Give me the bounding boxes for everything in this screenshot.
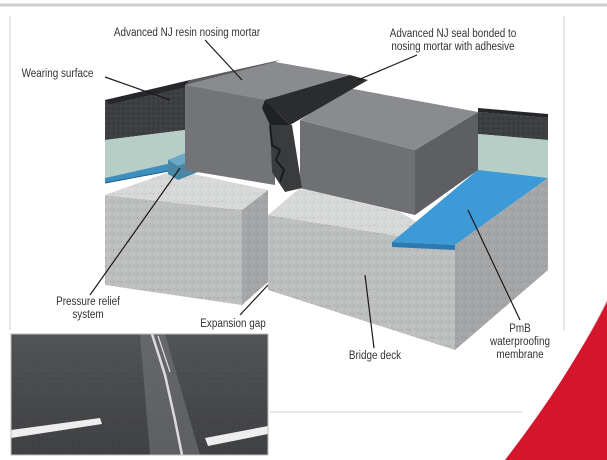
road-photo	[10, 333, 269, 456]
wearing-surface-label: Wearing surface	[21, 68, 94, 80]
red-accent-shape	[505, 300, 607, 460]
pmb-label-line1: PmB	[509, 323, 531, 335]
expansion-gap-label: Expansion gap	[200, 318, 266, 330]
bridge-deck-label: Bridge deck	[348, 350, 402, 362]
seal-label-line2: nosing mortar with adhesive	[391, 41, 515, 53]
pmb-label-line3: membrane	[496, 349, 544, 361]
pressure-relief-label-line2: system	[72, 309, 104, 321]
resin-mortar-right	[300, 88, 478, 215]
pmb-label-line2: waterproofing	[490, 336, 550, 348]
frame-lines	[0, 3, 607, 413]
seal-label-line1: Advanced NJ seal bonded to	[389, 28, 517, 40]
resin-mortar-label: Advanced NJ resin nosing mortar	[113, 27, 261, 39]
joint-seal	[262, 75, 368, 192]
resin-mortar-left	[185, 60, 350, 185]
right-block	[268, 108, 548, 350]
pressure-relief-label-line1: Pressure relief	[56, 296, 120, 308]
leader-lines	[89, 39, 521, 349]
